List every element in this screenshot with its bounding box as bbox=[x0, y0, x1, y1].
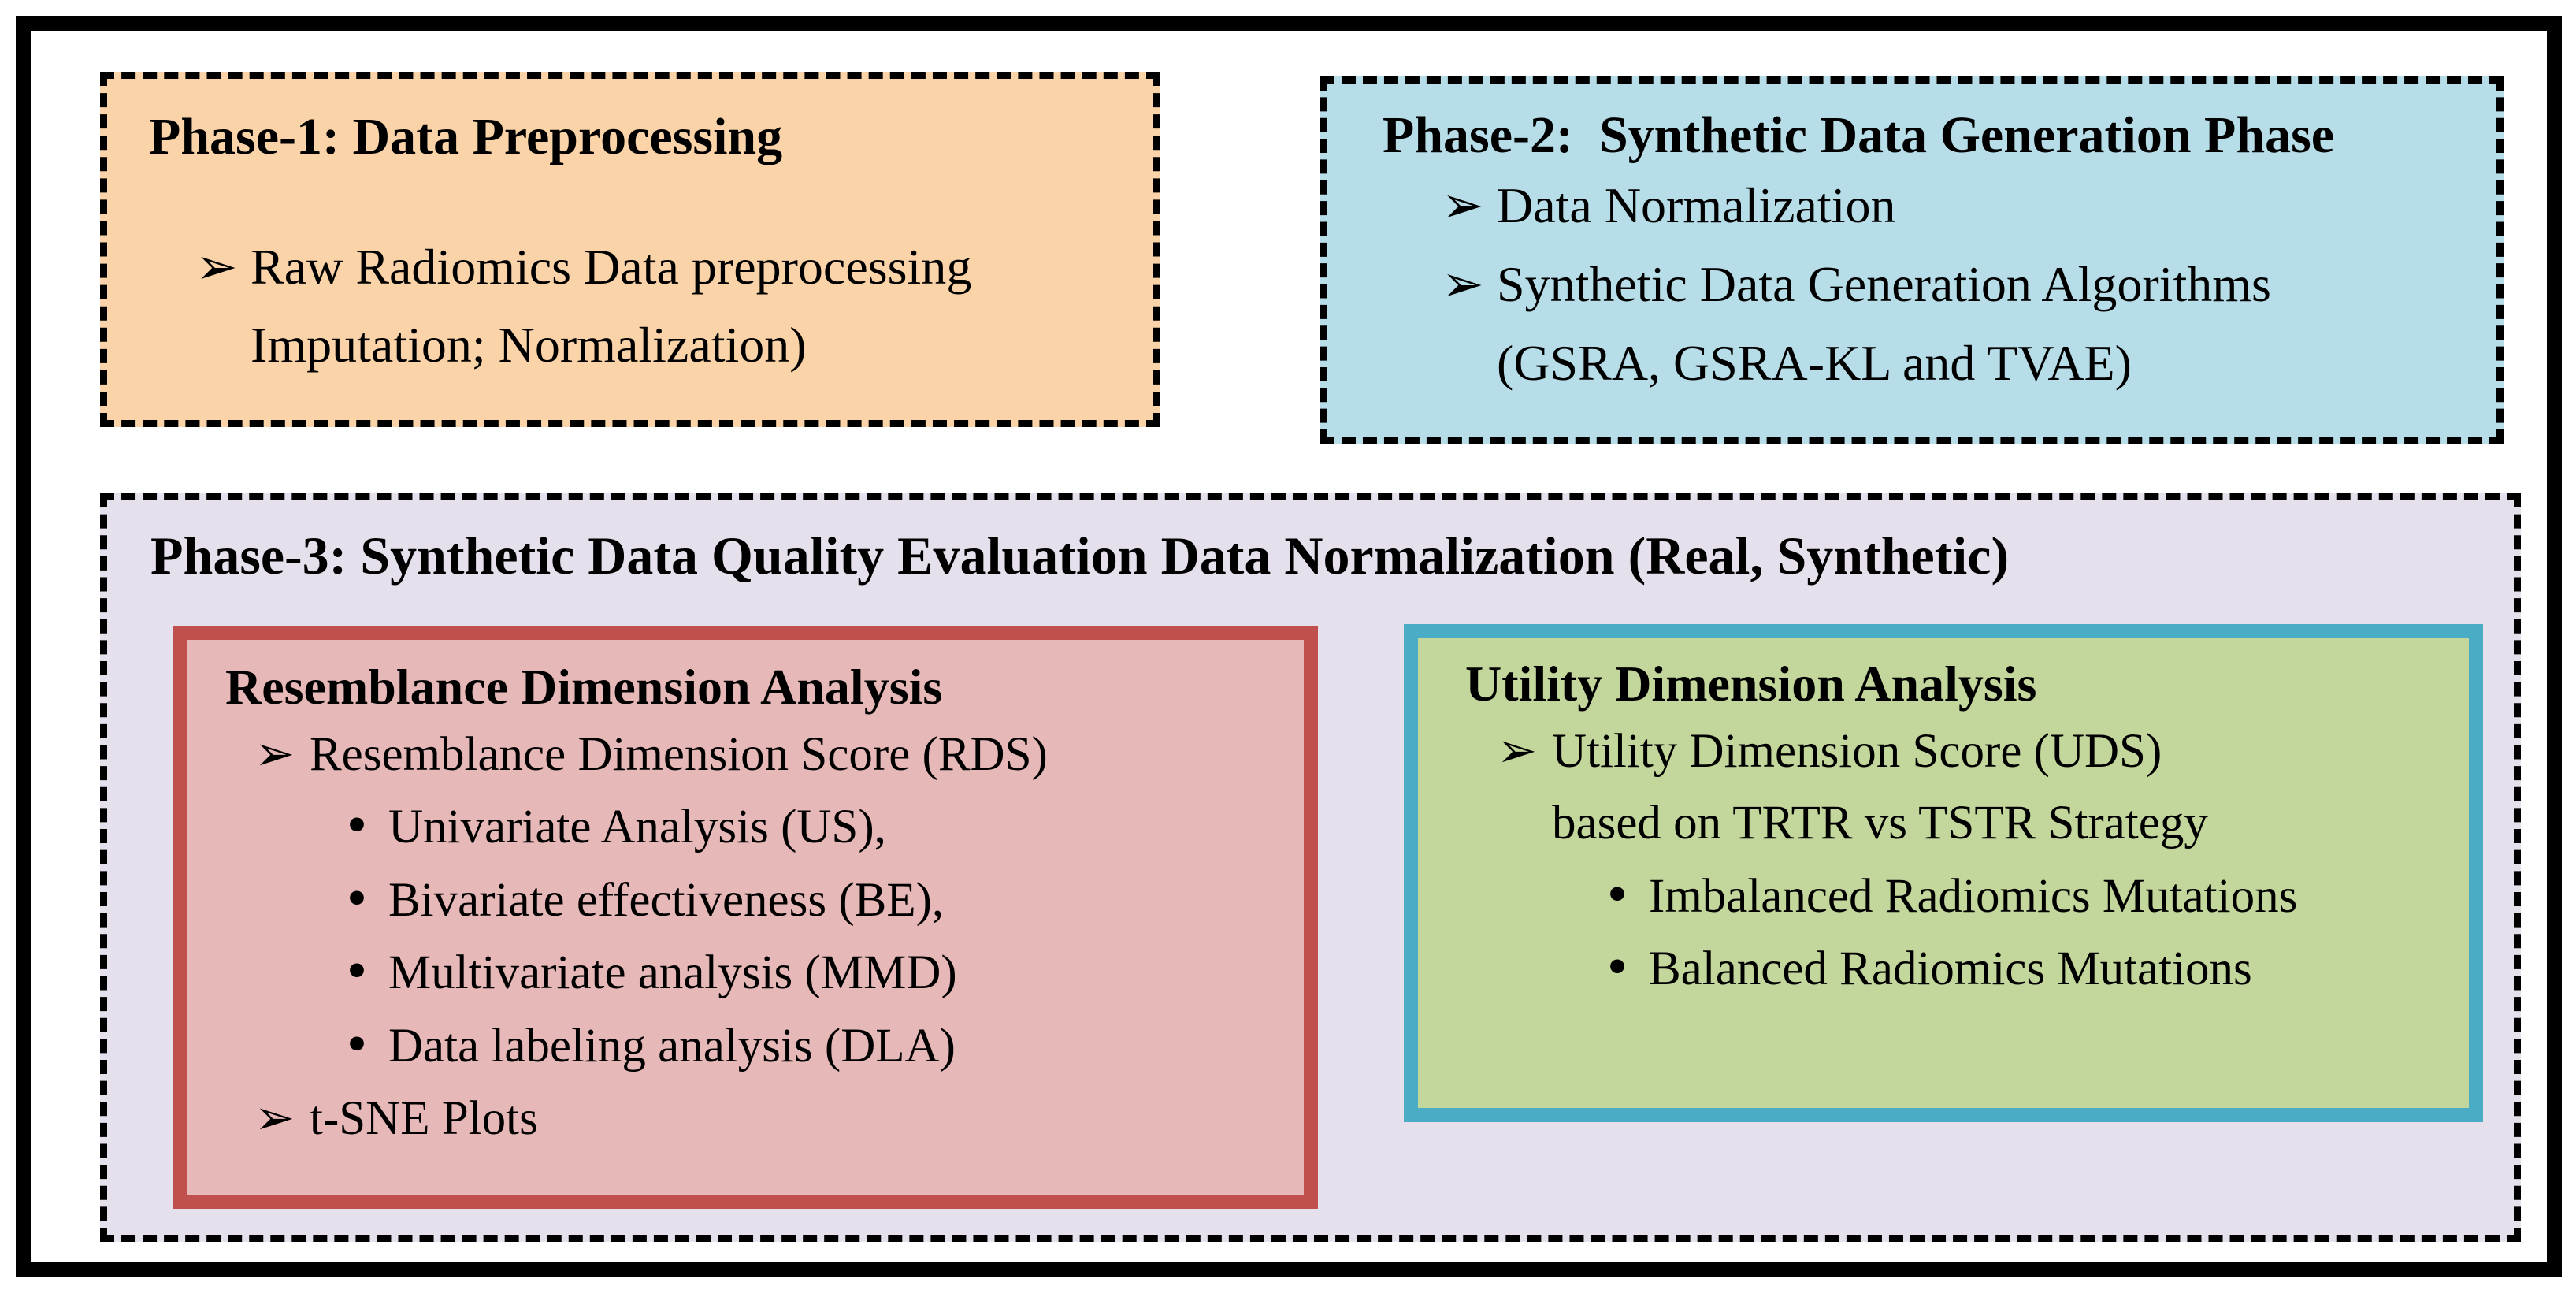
phase3-box: Phase-3: Synthetic Data Quality Evaluati… bbox=[100, 493, 2521, 1242]
utility-box: Utility Dimension Analysis ➢ Utility Dim… bbox=[1404, 624, 2483, 1122]
bullet-line: Data labeling analysis (DLA) bbox=[388, 1019, 956, 1073]
resemblance-box: Resemblance Dimension Analysis ➢ Resembl… bbox=[173, 626, 1318, 1209]
list-item: ➢ Resemblance Dimension Score (RDS) bbox=[218, 718, 1288, 791]
bullet-line: Data Normalization bbox=[1497, 177, 1896, 234]
list-item: ➢ Synthetic Data Generation Algorithms (… bbox=[1383, 245, 2473, 401]
arrow-bullet-icon: ➢ bbox=[254, 725, 295, 782]
dot-bullet-icon: • bbox=[1603, 940, 1631, 997]
dot-bullet-icon: • bbox=[343, 871, 371, 928]
bullet-line: Imputation; Normalization) bbox=[251, 317, 807, 374]
arrow-bullet-icon: ➢ bbox=[1497, 722, 1538, 779]
bullet-line: Bivariate effectiveness (BE), bbox=[388, 873, 945, 927]
bullet-line: Synthetic Data Generation Algorithms bbox=[1497, 256, 2271, 313]
bullet-line: Multivariate analysis (MMD) bbox=[388, 946, 957, 1000]
list-item: ➢ Data Normalization bbox=[1383, 166, 2473, 245]
phase3-title: Phase-3: Synthetic Data Quality Evaluati… bbox=[150, 526, 2010, 586]
list-item: ➢ Raw Radiomics Data preprocessing Imput… bbox=[149, 228, 1130, 384]
resemblance-title: Resemblance Dimension Analysis bbox=[225, 659, 943, 715]
list-item: • Balanced Radiomics Mutations bbox=[1449, 932, 2453, 1006]
arrow-bullet-icon: ➢ bbox=[1442, 255, 1484, 314]
arrow-bullet-icon: ➢ bbox=[1442, 177, 1484, 236]
bullet-line: Imbalanced Radiomics Mutations bbox=[1649, 869, 2298, 923]
phase1-title: Phase-1: Data Preprocessing bbox=[149, 108, 783, 165]
phase1-box: Phase-1: Data Preprocessing ➢ Raw Radiom… bbox=[100, 72, 1160, 427]
bullet-text: Raw Radiomics Data preprocessing Imputat… bbox=[251, 228, 971, 384]
list-item: • Data labeling analysis (DLA) bbox=[218, 1009, 1288, 1083]
bullet-line: Univariate Analysis (US), bbox=[388, 801, 886, 854]
list-item: ➢ t-SNE Plots bbox=[218, 1082, 1288, 1155]
dot-bullet-icon: • bbox=[343, 798, 371, 855]
dot-bullet-icon: • bbox=[343, 944, 371, 1001]
bullet-line: Resemblance Dimension Score (RDS) bbox=[310, 727, 1048, 781]
arrow-bullet-icon: ➢ bbox=[254, 1090, 295, 1147]
bullet-line: (GSRA, GSRA-KL and TVAE) bbox=[1497, 334, 2132, 391]
outer-frame: Phase-1: Data Preprocessing ➢ Raw Radiom… bbox=[16, 16, 2562, 1277]
list-item: • Univariate Analysis (US), bbox=[218, 790, 1288, 864]
bullet-line: Utility Dimension Score (UDS) bbox=[1552, 724, 2162, 778]
utility-title: Utility Dimension Analysis bbox=[1465, 656, 2037, 712]
list-item: ➢ Utility Dimension Score (UDS) based on… bbox=[1449, 715, 2453, 860]
list-item: • Multivariate analysis (MMD) bbox=[218, 936, 1288, 1009]
bullet-text: Utility Dimension Score (UDS) based on T… bbox=[1552, 716, 2208, 860]
bullet-text: Synthetic Data Generation Algorithms (GS… bbox=[1497, 245, 2271, 401]
dot-bullet-icon: • bbox=[1603, 867, 1631, 924]
phase2-box: Phase-2: Synthetic Data Generation Phase… bbox=[1320, 76, 2504, 444]
list-item: • Bivariate effectiveness (BE), bbox=[218, 864, 1288, 937]
dot-bullet-icon: • bbox=[343, 1017, 371, 1073]
bullet-line: Raw Radiomics Data preprocessing bbox=[251, 239, 972, 296]
phase2-title: Phase-2: Synthetic Data Generation Phase bbox=[1383, 106, 2335, 164]
arrow-bullet-icon: ➢ bbox=[195, 238, 238, 297]
bullet-line: t-SNE Plots bbox=[310, 1092, 538, 1146]
bullet-text: Data Normalization bbox=[1497, 166, 1895, 244]
bullet-line: Balanced Radiomics Mutations bbox=[1649, 942, 2252, 996]
list-item: • Imbalanced Radiomics Mutations bbox=[1449, 860, 2453, 933]
bullet-line: based on TRTR vs TSTR Strategy bbox=[1552, 797, 2208, 850]
